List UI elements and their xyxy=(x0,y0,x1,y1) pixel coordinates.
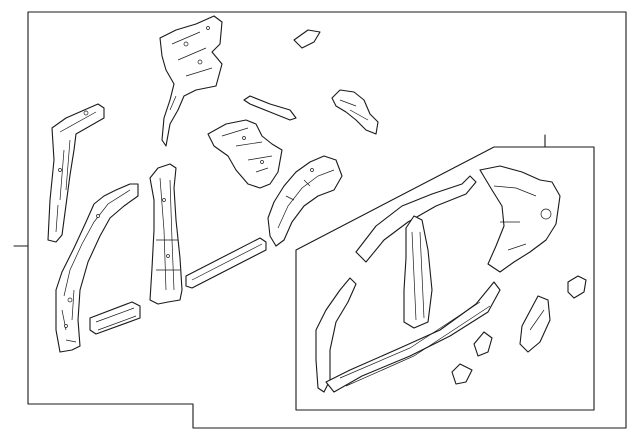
small-bracket-c xyxy=(473,331,493,357)
small-bracket-d xyxy=(451,363,473,385)
b-pillar-left xyxy=(149,163,183,305)
upper-quarter-bracket xyxy=(159,15,223,147)
a-pillar-outer-left xyxy=(55,183,139,353)
roof-rail-strip xyxy=(243,95,297,121)
rocker-reinforcement-small xyxy=(89,301,141,335)
assembly-inset-box xyxy=(295,146,595,411)
diagram-frame xyxy=(27,11,627,429)
d-pillar-extension xyxy=(331,89,379,135)
quarter-inner-extension xyxy=(293,29,321,49)
side-panel-assembly xyxy=(315,165,561,393)
wheelhouse-section xyxy=(267,155,343,247)
rear-shelf-bracket xyxy=(207,119,283,189)
small-bracket-a xyxy=(567,275,587,299)
small-bracket-b xyxy=(519,295,551,353)
rocker-reinforcement-long xyxy=(185,237,267,289)
a-pillar-inner-left xyxy=(47,103,105,243)
